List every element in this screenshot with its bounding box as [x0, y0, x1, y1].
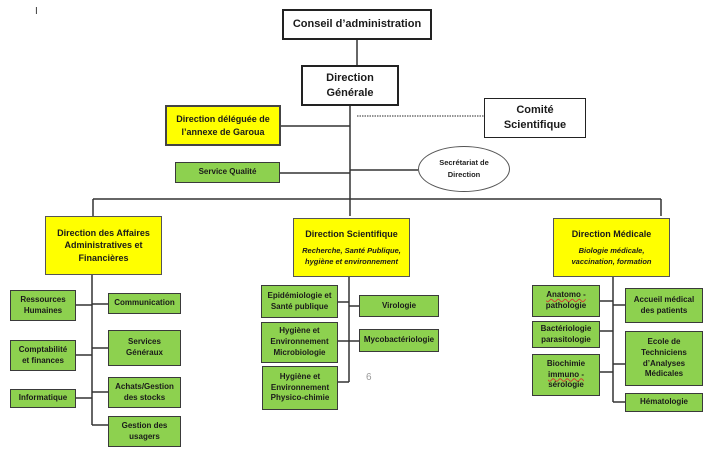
- service-epidemiologie: Epidémiologie et Santé publique: [261, 285, 338, 318]
- service-bacteriologie-parasitologie: Bactériologie parasitologie: [532, 321, 600, 348]
- node-label: Financières: [78, 252, 129, 263]
- service-achats-gestion-stocks: Achats/Gestion des stocks: [108, 377, 181, 408]
- node-label: Biochimie: [546, 358, 586, 368]
- node-label: Conseil d’administration: [292, 18, 422, 31]
- node-label: Mycobactériologie: [363, 335, 435, 345]
- node-label: Ressources: [20, 294, 66, 304]
- service-biochimie-immuno-serologie: Biochimie immuno - sérologie: [532, 354, 600, 396]
- service-accueil-medical: Accueil médical des patients: [625, 288, 703, 323]
- service-ressources-humaines: Ressources Humaines: [10, 290, 76, 321]
- node-label: Bactériologie: [540, 323, 592, 333]
- node-label: parasitologie: [541, 334, 591, 344]
- node-label: Administratives et: [64, 240, 143, 251]
- node-label: Direction déléguée de: [176, 114, 270, 125]
- service-hygiene-microbiologie: Hygiène et Environnement Microbiologie: [261, 322, 338, 363]
- service-mycobacteriologie: Mycobactériologie: [359, 329, 439, 352]
- node-label: Service Qualité: [198, 167, 257, 177]
- node-label: Physico-chimie: [270, 393, 330, 403]
- node-label: Environnement: [270, 382, 330, 392]
- node-conseil-administration: Conseil d’administration: [282, 9, 432, 40]
- node-label: l’annexe de Garoua: [181, 126, 265, 137]
- node-label: Anatomo -: [546, 290, 586, 300]
- node-label: Hygiène et: [279, 371, 321, 381]
- node-label: Santé publique: [270, 301, 329, 311]
- node-direction-scientifique: Direction Scientifique Recherche, Santé …: [293, 218, 410, 277]
- node-label: Secrétariat de: [439, 158, 489, 167]
- node-label: des patients: [640, 305, 688, 315]
- node-label: Comité: [516, 104, 554, 117]
- node-label: Scientifique: [503, 119, 567, 131]
- node-subtitle: vaccination, formation: [571, 256, 652, 266]
- node-label: usagers: [129, 431, 160, 441]
- node-label: Médicales: [644, 369, 684, 379]
- node-label: Epidémiologie et: [267, 290, 332, 300]
- service-hygiene-physico-chimie: Hygiène et Environnement Physico-chimie: [262, 366, 338, 410]
- node-label: Hygiène et: [279, 326, 320, 336]
- page-number: 6: [366, 372, 372, 383]
- node-direction-medicale: Direction Médicale Biologie médicale, va…: [553, 218, 670, 277]
- node-label: Techniciens: [641, 347, 687, 357]
- node-label: Générale: [326, 86, 374, 99]
- node-label: Accueil médical: [633, 294, 695, 304]
- node-label: Environnement: [270, 337, 329, 347]
- node-title: Direction Scientifique: [305, 229, 398, 240]
- node-subtitle: hygiène et environnement: [305, 256, 398, 266]
- node-comite-scientifique: Comité Scientifique: [484, 98, 586, 138]
- node-label: Direction: [326, 71, 374, 84]
- node-label: Généraux: [126, 348, 163, 357]
- node-label: Humaines: [23, 305, 63, 315]
- node-label: Virologie: [381, 300, 417, 310]
- service-hematologie: Hématologie: [625, 393, 703, 412]
- service-ecole-techniciens: Ecole de Techniciens d’Analyses Médicale…: [625, 331, 703, 386]
- node-service-qualite: Service Qualité: [175, 162, 280, 183]
- node-label: Comptabilité: [18, 344, 68, 354]
- node-label: Communication: [114, 298, 175, 308]
- node-label: pathologie: [545, 301, 587, 310]
- node-label: des stocks: [123, 392, 166, 402]
- node-label: Hématologie: [639, 397, 688, 407]
- node-direction-deleguee: Direction déléguée de l’annexe de Garoua: [165, 105, 281, 146]
- node-secretariat-direction: Secrétariat de Direction: [418, 146, 510, 192]
- node-label: Ecole de: [647, 336, 681, 346]
- node-label: Direction: [447, 170, 481, 179]
- node-label: Achats/Gestion: [115, 381, 174, 391]
- service-comptabilite-finances: Comptabilité et finances: [10, 340, 76, 371]
- service-communication: Communication: [108, 293, 181, 314]
- node-label: Informatique: [18, 393, 68, 403]
- node-label: Services: [128, 337, 161, 347]
- node-label: sérologie: [548, 380, 584, 390]
- node-title: Direction Médicale: [571, 229, 652, 240]
- node-label: Direction des Affaires: [57, 228, 150, 239]
- node-label: Microbiologie: [273, 347, 326, 357]
- node-label: immuno -: [548, 369, 584, 379]
- node-label: Gestion des: [121, 420, 168, 430]
- service-informatique: Informatique: [10, 389, 76, 408]
- node-label: d’Analyses: [642, 358, 686, 368]
- page-mark: I: [35, 6, 38, 17]
- node-direction-generale: Direction Générale: [301, 65, 399, 106]
- node-daaf: Direction des Affaires Administratives e…: [45, 216, 162, 275]
- node-label: et finances: [22, 355, 64, 365]
- service-services-generaux: Services Généraux: [108, 330, 181, 366]
- service-anatomo-pathologie: Anatomo - pathologie: [532, 285, 600, 317]
- node-subtitle: Recherche, Santé Publique,: [302, 246, 401, 256]
- service-virologie: Virologie: [359, 295, 439, 317]
- service-gestion-usagers: Gestion des usagers: [108, 416, 181, 447]
- node-subtitle: Biologie médicale,: [578, 246, 645, 256]
